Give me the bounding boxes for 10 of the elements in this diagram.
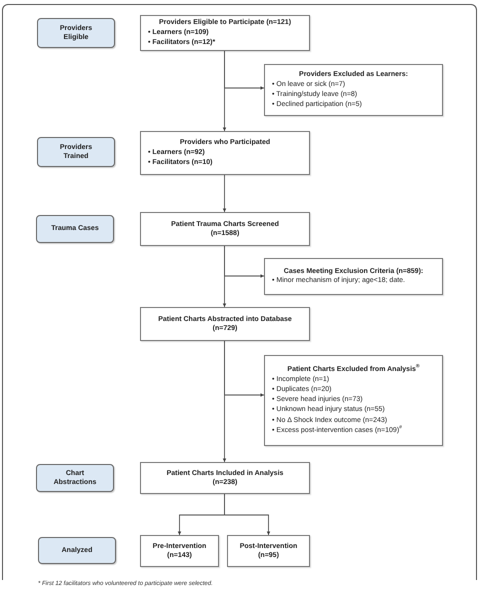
arrow bbox=[222, 174, 226, 212]
arrow bbox=[224, 340, 264, 397]
arrow bbox=[224, 50, 264, 90]
process-box bbox=[140, 15, 310, 51]
exclusion-box bbox=[264, 258, 443, 295]
arrow bbox=[224, 494, 270, 536]
exclusion-box bbox=[264, 355, 443, 446]
arrow bbox=[224, 246, 264, 278]
process-box bbox=[140, 131, 310, 175]
exclusion-box bbox=[264, 64, 443, 116]
